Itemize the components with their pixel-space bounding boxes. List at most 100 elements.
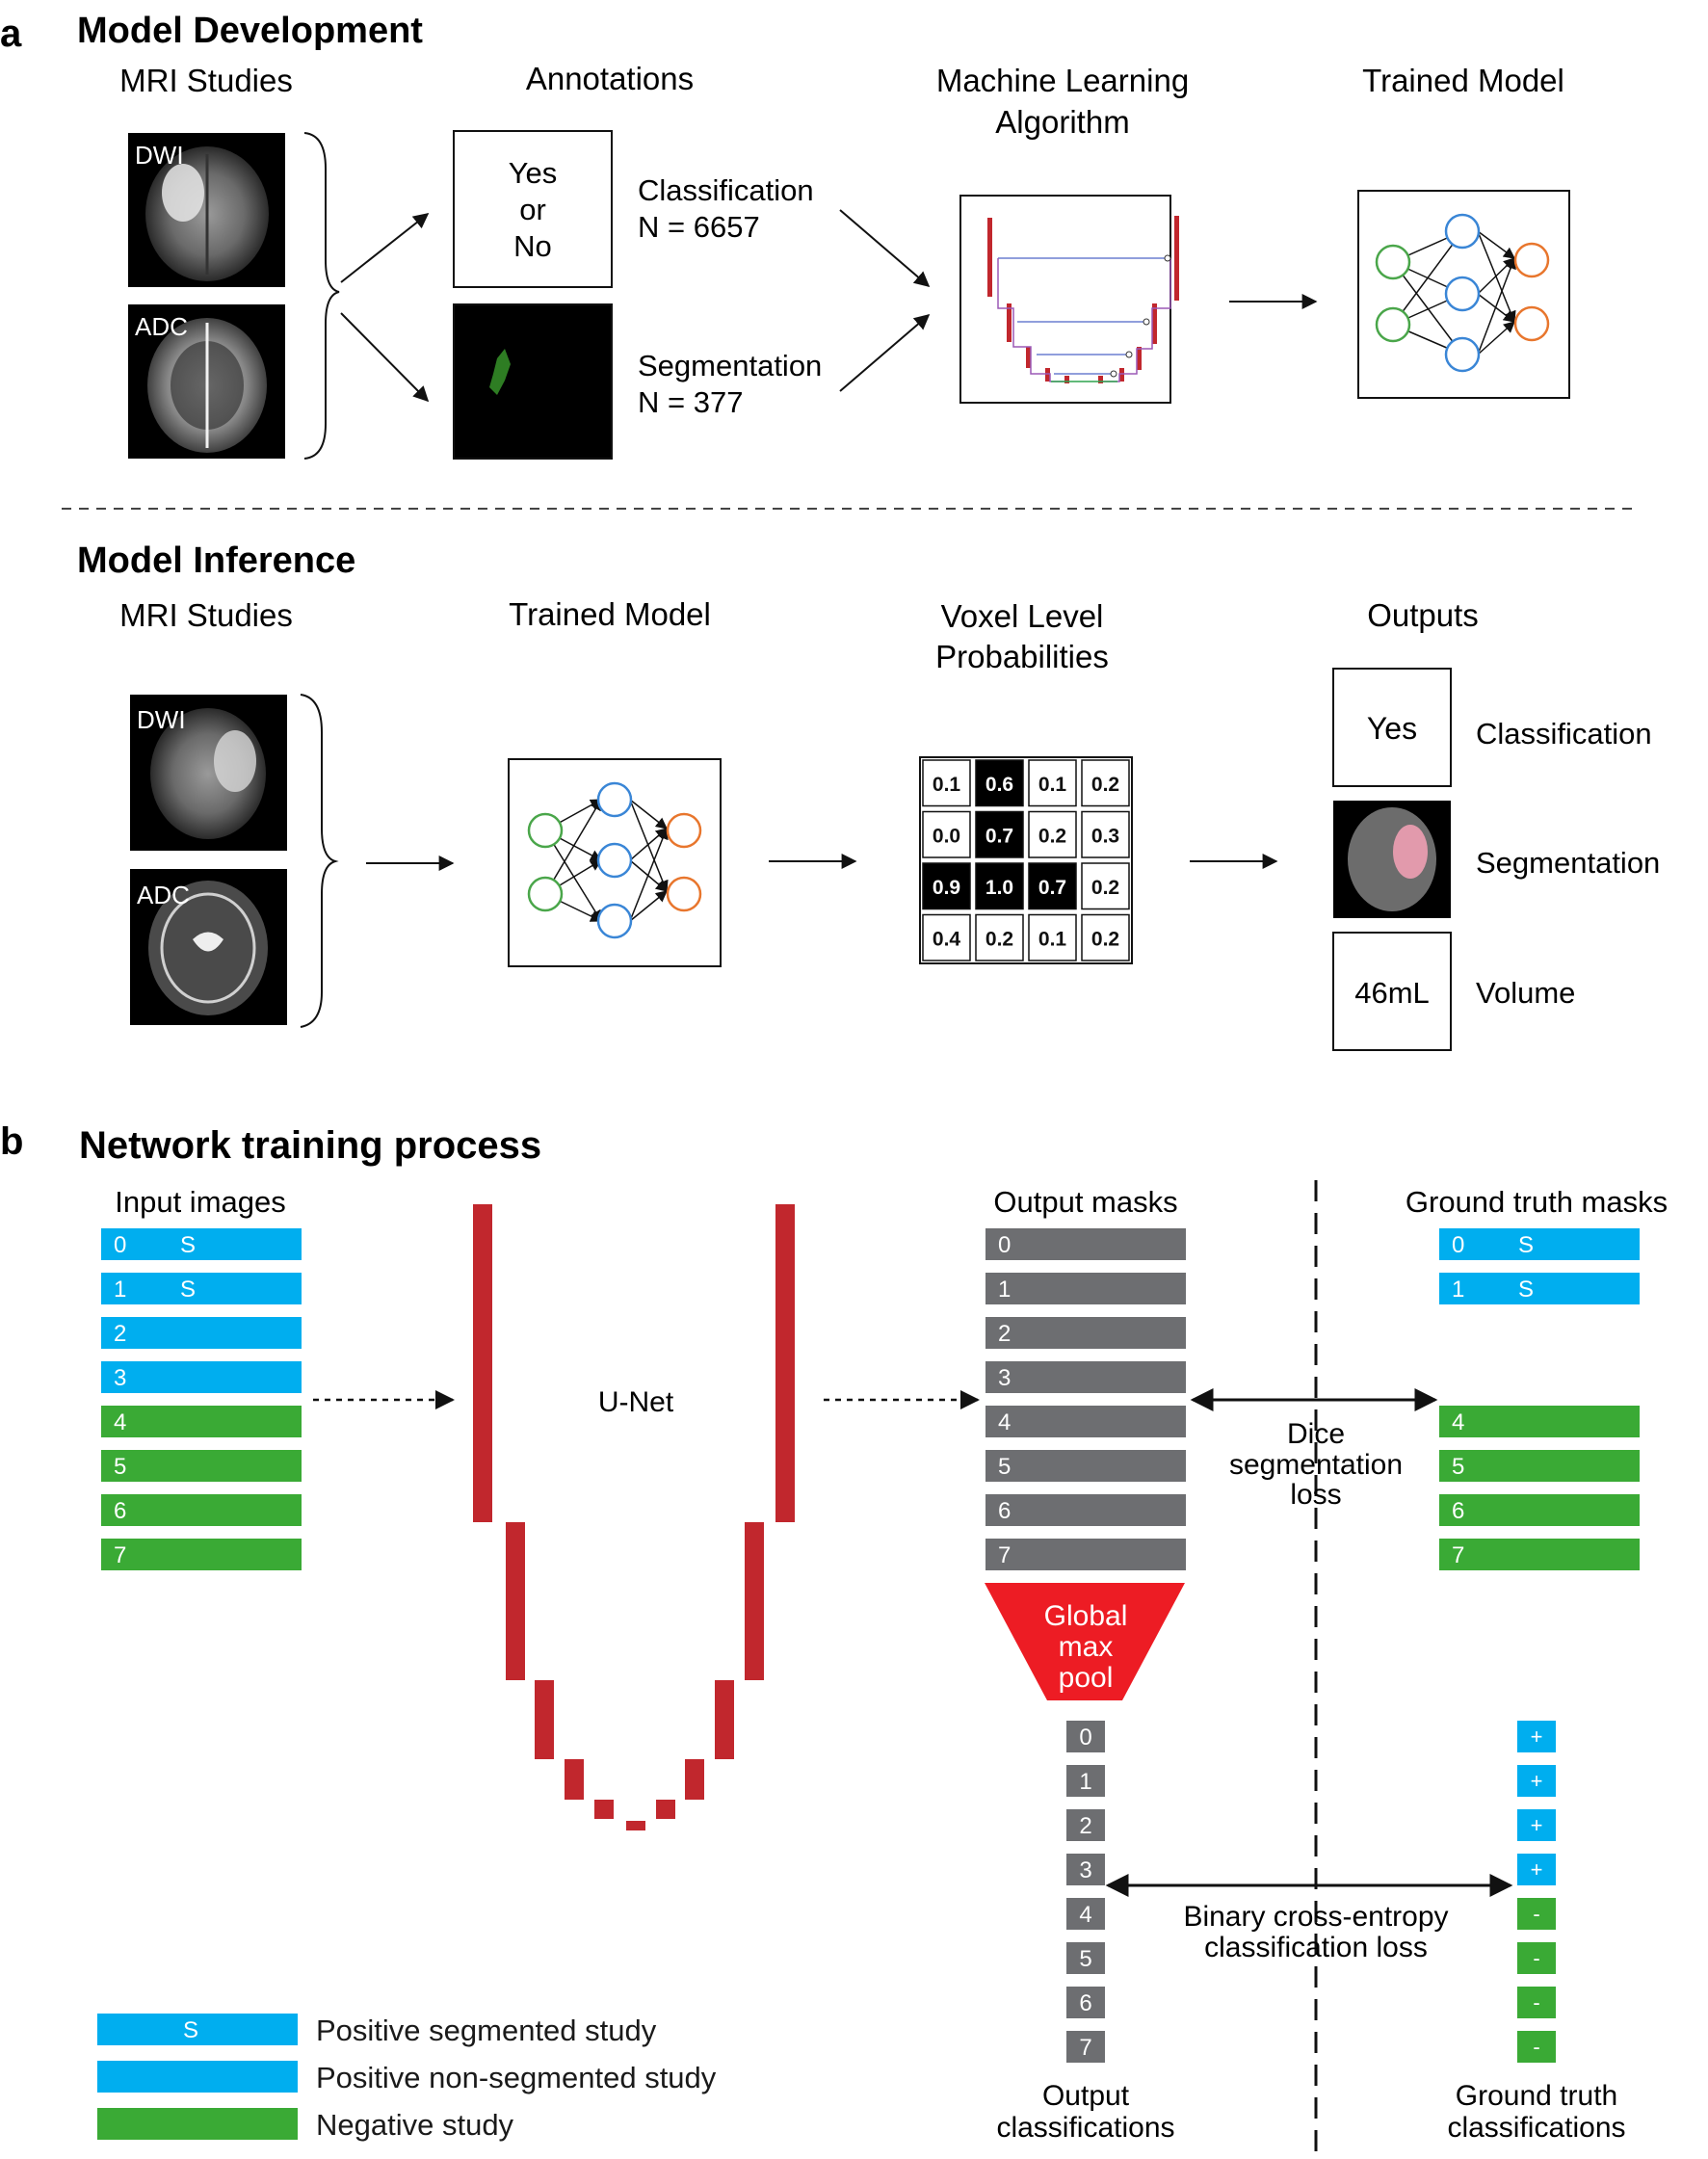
input-image-bar-index: 2 bbox=[114, 1321, 126, 1347]
input-image-bar-index: 6 bbox=[114, 1498, 126, 1524]
input-image-bar-index: 0 bbox=[114, 1232, 126, 1258]
output-classifications-label-line1: Output bbox=[1042, 2080, 1130, 2112]
output-classifications-label-line2: classifications bbox=[996, 2112, 1174, 2144]
output-mask-bar-index: 0 bbox=[998, 1232, 1011, 1258]
output-mask-bar bbox=[985, 1273, 1186, 1304]
output-class-cell bbox=[1066, 2031, 1105, 2063]
voxel-cell bbox=[1028, 810, 1077, 858]
gt-class-cell bbox=[1517, 1854, 1556, 1885]
bce-line1: Binary cross-entropy bbox=[1183, 1901, 1448, 1933]
output-class-cell bbox=[1066, 1854, 1105, 1885]
gt-mask-bar-index: 0 bbox=[1452, 1232, 1464, 1258]
output-mask-bar-index: 7 bbox=[998, 1542, 1011, 1568]
voxel-value: 0.0 bbox=[933, 825, 960, 847]
segmentation-n: N = 377 bbox=[638, 385, 743, 419]
input-image-bar bbox=[101, 1450, 302, 1482]
voxel-cell bbox=[1081, 810, 1130, 858]
voxel-value: 0.2 bbox=[1038, 825, 1066, 847]
gt-mask-bar-s-marker: S bbox=[1518, 1232, 1534, 1258]
output-mask-bar bbox=[985, 1406, 1186, 1437]
output-class-index: 4 bbox=[1079, 1902, 1091, 1928]
gt-class-sign: + bbox=[1531, 1857, 1543, 1882]
input-image-bar-index: 5 bbox=[114, 1454, 126, 1480]
voxel-value: 0.1 bbox=[933, 774, 961, 796]
dev-dwi-image: DWI bbox=[128, 133, 285, 287]
gt-class-sign: - bbox=[1533, 2035, 1539, 2059]
voxel-cell bbox=[975, 862, 1024, 910]
dev-arrow-classification-to-ml bbox=[839, 209, 931, 288]
gmp-line1: Global bbox=[1044, 1600, 1128, 1632]
gt-class-cell bbox=[1517, 1987, 1556, 2018]
voxel-cell bbox=[1028, 913, 1077, 961]
inf-col-voxel-line2: Probabilities bbox=[935, 639, 1109, 674]
gt-mask-bar bbox=[1439, 1406, 1640, 1437]
dev-arrow-to-classification bbox=[340, 213, 430, 283]
output-mask-bar bbox=[985, 1494, 1186, 1526]
input-image-bar-index: 7 bbox=[114, 1542, 126, 1568]
input-image-bar bbox=[101, 1406, 302, 1437]
input-image-bar bbox=[101, 1228, 302, 1260]
gt-mask-bar bbox=[1439, 1539, 1640, 1570]
input-image-bar-index: 4 bbox=[114, 1409, 126, 1435]
voxel-value: 0.2 bbox=[985, 928, 1013, 950]
output-class-index: 5 bbox=[1079, 1946, 1091, 1972]
output-mask-bar bbox=[985, 1228, 1186, 1260]
output-mask-bar bbox=[985, 1361, 1186, 1393]
output-mask-bar-index: 1 bbox=[998, 1277, 1011, 1303]
unet-label: U-Net bbox=[598, 1386, 674, 1418]
dev-brace bbox=[303, 132, 340, 460]
inf-dwi-image: DWI bbox=[130, 695, 287, 851]
panel-a-letter: a bbox=[0, 13, 22, 55]
gt-class-sign: + bbox=[1531, 1725, 1543, 1749]
inf-trained-model-network bbox=[508, 758, 722, 967]
gt-class-sign: - bbox=[1533, 1990, 1539, 2014]
input-image-bar bbox=[101, 1317, 302, 1349]
legend-swatch bbox=[97, 2108, 298, 2140]
output-class-index: 3 bbox=[1079, 1857, 1091, 1883]
voxel-value: 0.7 bbox=[1038, 877, 1066, 899]
classification-label: Classification bbox=[638, 173, 814, 207]
gt-class-sign: + bbox=[1531, 1813, 1543, 1837]
output-mask-bar bbox=[985, 1539, 1186, 1570]
output-class-cell bbox=[1066, 1942, 1105, 1974]
annotation-no: No bbox=[513, 229, 552, 263]
gt-class-cell bbox=[1517, 1898, 1556, 1930]
output-volume-label: Volume bbox=[1476, 976, 1575, 1010]
gt-class-cell bbox=[1517, 1809, 1556, 1841]
voxel-cell bbox=[975, 913, 1024, 961]
input-image-bar-index: 1 bbox=[114, 1277, 126, 1303]
output-class-cell bbox=[1066, 1765, 1105, 1797]
voxel-cell bbox=[922, 913, 971, 961]
gt-mask-bar bbox=[1439, 1494, 1640, 1526]
output-class-cell bbox=[1066, 1809, 1105, 1841]
input-image-bar-s-marker: S bbox=[180, 1277, 196, 1303]
dev-col-annotations: Annotations bbox=[526, 61, 694, 96]
yes-or-no-box bbox=[453, 130, 613, 288]
segmentation-annotation-image bbox=[453, 303, 613, 460]
input-image-bar bbox=[101, 1494, 302, 1526]
dev-adc-label: ADC bbox=[135, 312, 188, 341]
output-yes-box bbox=[1332, 668, 1452, 787]
dev-adc-image: ADC bbox=[128, 304, 285, 459]
dev-col-ml-line2: Algorithm bbox=[995, 104, 1129, 140]
output-yes: Yes bbox=[1367, 711, 1417, 746]
gt-class-cell bbox=[1517, 1942, 1556, 1974]
voxel-cell bbox=[1081, 862, 1130, 910]
gt-class-cell bbox=[1517, 2031, 1556, 2063]
output-class-index: 6 bbox=[1079, 1990, 1091, 2016]
voxel-value: 0.2 bbox=[1091, 774, 1119, 796]
legend-label: Positive non-segmented study bbox=[316, 2061, 717, 2094]
legend-label: Negative study bbox=[316, 2108, 514, 2142]
inf-brace bbox=[300, 694, 339, 1028]
gt-class-cell bbox=[1517, 1721, 1556, 1752]
inf-col-outputs: Outputs bbox=[1367, 597, 1479, 633]
voxel-value: 1.0 bbox=[985, 877, 1013, 899]
input-image-bar bbox=[101, 1539, 302, 1570]
gt-classifications-label-line2: classifications bbox=[1447, 2112, 1625, 2144]
output-mask-bar-index: 2 bbox=[998, 1321, 1011, 1347]
gt-class-sign: - bbox=[1533, 1946, 1539, 1970]
output-mask-bar-index: 3 bbox=[998, 1365, 1011, 1391]
